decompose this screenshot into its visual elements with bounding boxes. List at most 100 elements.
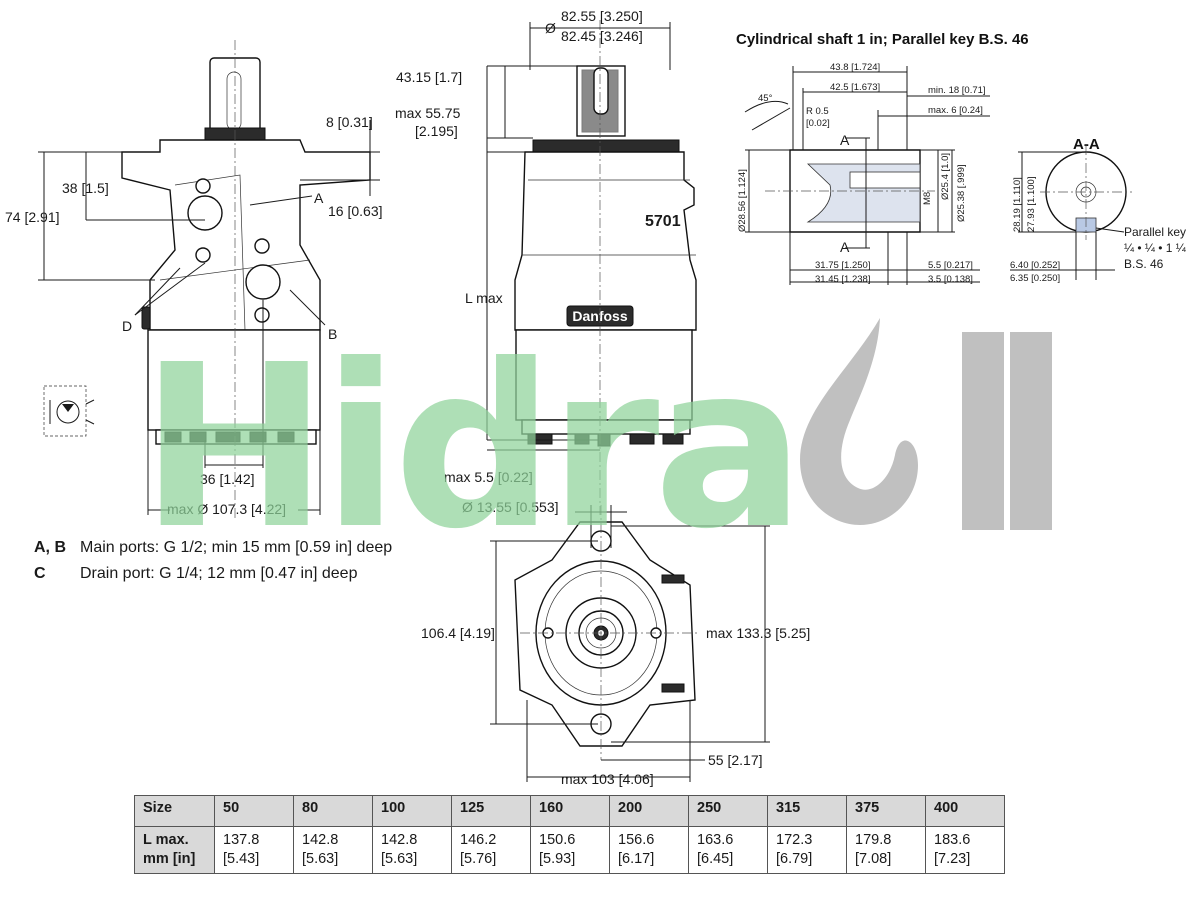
dim-lmax: L max — [465, 290, 503, 306]
dim-55: 55 [2.17] — [708, 752, 763, 768]
lmax-mm: 142.8 — [302, 832, 339, 848]
dim-dia-min: 82.45 [3.246] — [561, 28, 643, 44]
port-a-label: A — [314, 190, 324, 206]
dim-hole: Ø 13.55 [0.553] — [462, 499, 559, 515]
dim-max55-a: max 55.75 — [395, 105, 461, 121]
lmax-mm: 137.8 — [223, 832, 260, 848]
dim-74: 74 [2.91] — [5, 209, 60, 225]
lmax-in: [5.63] — [302, 851, 339, 867]
size-table: Size 50 80 100 125 160 200 250 315 375 4… — [134, 795, 1005, 874]
table-header-cell: 315 — [767, 795, 847, 827]
table-cell: 179.8 [7.08] — [846, 826, 926, 874]
side-view-dimensions: 38 [1.5] 74 [2.91] 8 [0.31] 16 [0.63] 36… — [5, 114, 383, 517]
dim-max5: max 5.5 [0.22] — [444, 469, 533, 485]
dim-103: max 103 [4.06] — [561, 771, 654, 787]
dim-m8: M8 — [922, 192, 933, 205]
dim-25-4: Ø25.4 [1.0] — [940, 153, 951, 200]
dim-31-75: 31.75 [1.250] — [815, 260, 870, 271]
legend-key: A, B — [34, 539, 66, 556]
table-header-cell: 125 — [451, 795, 531, 827]
table-header-cell: 200 — [609, 795, 689, 827]
table-row: L max. mm [in] 137.8 [5.43] 142.8 [5.63] 1… — [134, 826, 1005, 874]
dim-28-19: 28.19 [1.110] — [1012, 177, 1023, 232]
table-row-label: L max. mm [in] — [134, 826, 215, 874]
motor-flange-view — [514, 505, 700, 760]
lmax-mm: 146.2 — [460, 832, 497, 848]
motor-front-profile: Danfoss 5701 — [514, 20, 697, 515]
table-header-cell: 250 — [688, 795, 768, 827]
table-header-cell: 375 — [846, 795, 926, 827]
table-cell: 150.6 [5.93] — [530, 826, 610, 874]
lmax-mm: 172.3 — [776, 832, 813, 848]
shaft-detail: Cylindrical shaft 1 in; Parallel key B.S… — [736, 31, 1029, 285]
watermark-logo: Hidra — [140, 317, 1052, 579]
lmax-in: [6.17] — [618, 851, 655, 867]
section-title: A-A — [1073, 136, 1100, 153]
section-a-bottom: A — [840, 239, 850, 255]
lmax-in: [5.93] — [539, 851, 576, 867]
dim-38: 38 [1.5] — [62, 180, 109, 196]
lmax-in: [7.08] — [855, 851, 892, 867]
lmax-mm: 163.6 — [697, 832, 734, 848]
motor-side-view — [121, 40, 371, 520]
table-cell: 142.8 [5.63] — [293, 826, 373, 874]
legend-row-main-ports: A, B Main ports: G 1/2; min 15 mm [0.59 i… — [34, 539, 392, 557]
table-cell: 183.6 [7.23] — [925, 826, 1005, 874]
dim-6-40: 6.40 [0.252] — [1010, 260, 1060, 271]
dim-max-dia: max Ø 107.3 [4.22] — [167, 501, 286, 517]
lmax-in: [6.79] — [776, 851, 813, 867]
lmax-mm: 142.8 — [381, 832, 418, 848]
dim-r05-a: R 0.5 — [806, 106, 829, 117]
lmax-label-2: mm [in] — [143, 851, 196, 867]
section-a-a: A-A 28.19 [1.110] 27.93 [1.100] 6.40 [0.… — [1010, 136, 1187, 284]
lmax-mm: 156.6 — [618, 832, 655, 848]
legend-text: Main ports: G 1/2; min 15 mm [0.59 in] d… — [80, 539, 393, 556]
table-header-cell: 80 — [293, 795, 373, 827]
legend-text: Drain port: G 1/4; 12 mm [0.47 in] deep — [80, 565, 358, 582]
table-cell: 156.6 [6.17] — [609, 826, 689, 874]
lmax-mm: 183.6 — [934, 832, 971, 848]
dim-45deg: 45° — [758, 93, 773, 104]
key-label-2: ¼ • ¼ • 1 ¼ — [1124, 241, 1187, 255]
table-header-cell: 50 — [214, 795, 294, 827]
dim-min18: min. 18 [0.71] — [928, 85, 986, 96]
dim-max6: max. 6 [0.24] — [928, 105, 983, 116]
dim-5-5: 5.5 [0.217] — [928, 260, 973, 271]
dim-3-5: 3.5 [0.138] — [928, 274, 973, 285]
dim-8: 8 [0.31] — [326, 114, 373, 130]
lmax-mm: 179.8 — [855, 832, 892, 848]
dim-16: 16 [0.63] — [328, 203, 383, 219]
dim-dia-max: 82.55 [3.250] — [561, 8, 643, 24]
table-header-cell: 160 — [530, 795, 610, 827]
legend-key: C — [34, 565, 46, 582]
dim-25-38: Ø25.38 [.999] — [956, 164, 967, 222]
key-label-1: Parallel key — [1124, 225, 1186, 239]
lmax-in: [5.43] — [223, 851, 260, 867]
port-b-label: B — [328, 326, 337, 342]
hydraulic-symbol-icon — [43, 385, 95, 437]
watermark-text: Hidra — [140, 317, 799, 579]
dim-43-8: 43.8 [1.724] — [830, 62, 880, 73]
dim-dia-symbol: Ø — [545, 20, 556, 36]
shaft-title: Cylindrical shaft 1 in; Parallel key B.S… — [736, 31, 1029, 48]
model-number: 5701 — [645, 213, 681, 230]
dim-43: 43.15 [1.7] — [396, 69, 462, 85]
lmax-in: [7.23] — [934, 851, 971, 867]
center-view-dimensions: Ø 82.55 [3.250] 82.45 [3.246] 43.15 [1.7… — [395, 8, 671, 485]
lmax-in: [5.76] — [460, 851, 497, 867]
table-header-cell: 100 — [372, 795, 452, 827]
dim-133: max 133.3 [5.25] — [706, 625, 810, 641]
table-cell: 163.6[6.45] — [688, 826, 768, 874]
lmax-label-1: L max. — [143, 832, 189, 848]
lmax-mm: 150.6 — [539, 832, 576, 848]
port-d-label: D — [122, 318, 132, 334]
dim-42-5: 42.5 [1.673] — [830, 82, 880, 93]
dim-36: 36 [1.42] — [200, 471, 255, 487]
table-cell: 142.8 [5.63] — [372, 826, 452, 874]
dim-28-56: Ø28.56 [1.124] — [737, 169, 748, 232]
table-header-size: Size — [134, 795, 215, 827]
lmax-in: [5.63] — [381, 851, 418, 867]
table-cell: 172.3 [6.79] — [767, 826, 847, 874]
dim-6-35: 6.35 [0.250] — [1010, 273, 1060, 284]
